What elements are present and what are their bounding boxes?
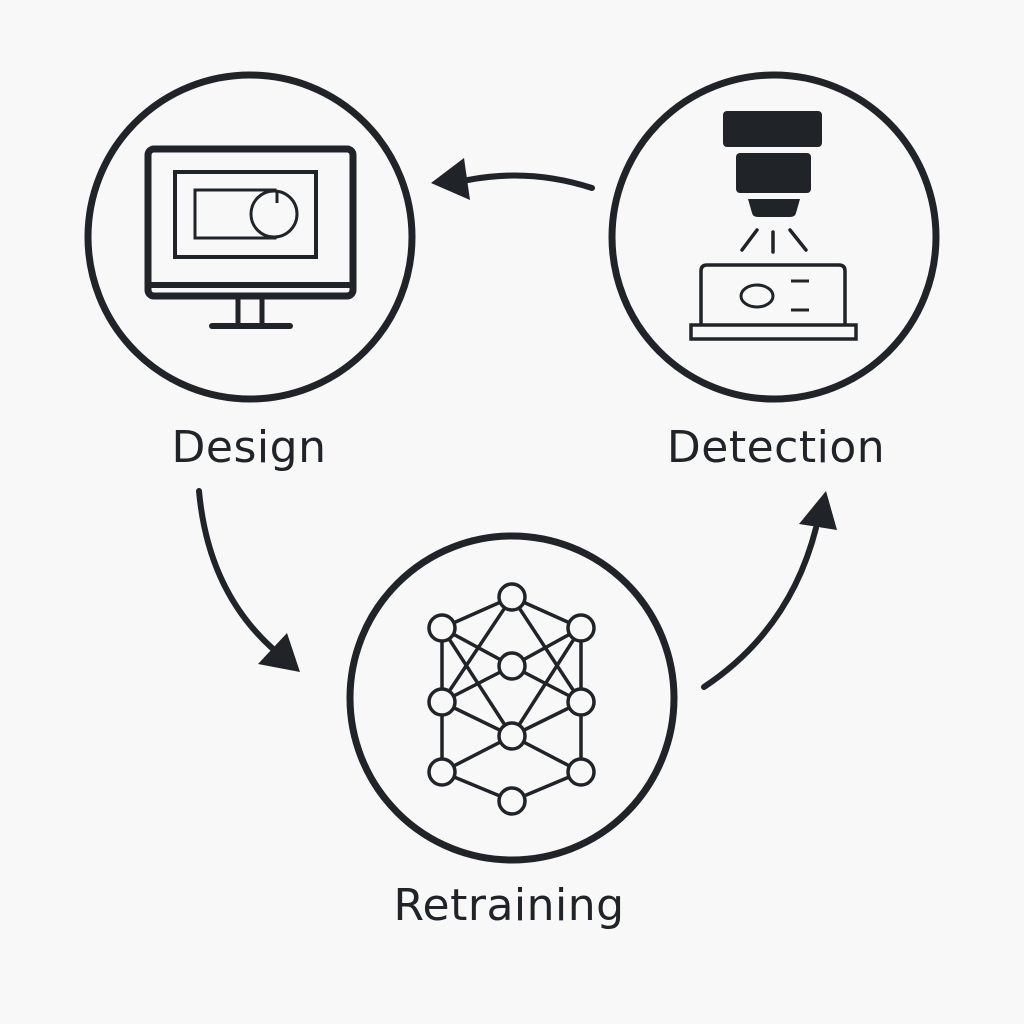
arrowhead-icon <box>258 633 300 672</box>
network-node <box>566 687 596 717</box>
network-node <box>497 582 527 612</box>
inspection-camera-icon <box>689 111 858 341</box>
network-node <box>427 613 457 643</box>
network-node <box>566 757 596 787</box>
retraining-circle <box>346 532 678 864</box>
design-circle <box>84 71 416 403</box>
network-node <box>427 757 457 787</box>
arrow-retraining-to-detection <box>701 491 837 690</box>
arrowhead-icon <box>799 491 837 530</box>
monitor-with-toggle-icon <box>144 145 357 329</box>
network-node <box>566 613 596 643</box>
stage-label-detection: Detection <box>666 422 886 473</box>
network-node <box>497 721 527 751</box>
stage-detection <box>608 71 940 403</box>
network-edges <box>440 595 583 803</box>
arrow-detection-to-design <box>431 158 595 200</box>
network-node <box>497 786 527 816</box>
stage-label-retraining: Retraining <box>393 880 625 931</box>
stage-design <box>84 71 416 403</box>
arrow-design-to-retraining <box>196 488 300 672</box>
detection-circle <box>608 71 940 403</box>
network-node <box>427 687 457 717</box>
neural-network-icon <box>427 582 596 816</box>
stage-retraining <box>346 532 678 864</box>
arrowhead-icon <box>431 158 470 200</box>
network-nodes <box>427 582 596 816</box>
network-node <box>497 651 527 681</box>
stage-label-design: Design <box>171 422 327 473</box>
